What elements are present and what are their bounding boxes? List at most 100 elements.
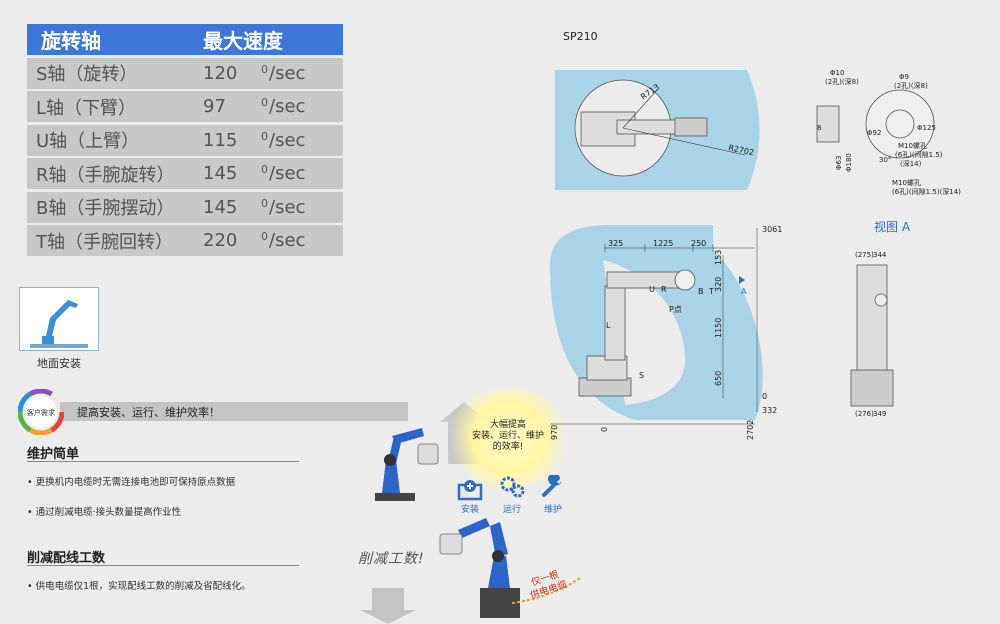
dim-top-250: 250 (691, 239, 706, 248)
list-item: • 通过削减电缆·接头数量提高作业性 (27, 507, 182, 518)
row-axis: U轴（上臂） (36, 131, 140, 152)
axis-label-l: L (606, 321, 611, 330)
spec-table-header: 旋转轴 最大速度 (27, 24, 343, 55)
dim-top-325: 325 (608, 239, 623, 248)
dim-phi10-note: (2孔)(深8) (825, 77, 859, 86)
list-item: • 供电电缆仅1根，实现配线工数的削减及省配线化。 (27, 581, 251, 592)
dim-0: 0 (762, 392, 767, 401)
section-title-wiring: 削减配线工数 (27, 551, 106, 566)
dim-2702: 2702 (746, 420, 755, 440)
row-axis: L轴（下臂） (36, 97, 137, 119)
row-unit: 0/sec (261, 163, 306, 184)
row-unit: 0/sec (261, 230, 306, 251)
arrow-a-icon (739, 276, 745, 284)
robot-image-right (439, 518, 581, 618)
m10-note-2b: (6孔)(间隙1.5)(深14) (892, 187, 961, 196)
side-view: 325 1225 250 153 320 1150 650 3061 0 332… (550, 225, 782, 440)
dim-650: 650 (714, 371, 723, 386)
floor-mount-icon (19, 287, 99, 351)
table-row: B轴（手腕摆动） 145 0/sec (27, 191, 343, 223)
speed-spec-table: 旋转轴 最大速度 S轴（旋转） 120 0/sec L轴（下臂） 97 0/se… (27, 24, 343, 256)
row-unit: 0/sec (261, 96, 306, 117)
row-axis: T轴（手腕回转） (36, 231, 173, 253)
robot-image-left (375, 428, 439, 501)
dim-top-1225: 1225 (653, 239, 673, 248)
section-divider (27, 461, 299, 462)
dim-970: 970 (550, 425, 559, 440)
axis-label-u: U (649, 285, 655, 294)
view-a-marker: A (741, 287, 747, 296)
view-a-drawing: (275) 344 (276) 349 (850, 251, 894, 418)
dim-275: (275) (855, 251, 874, 259)
m10-note-1a: M10螺孔 (898, 141, 927, 150)
dim-3061: 3061 (762, 225, 782, 234)
row-value: 220 (203, 230, 238, 251)
gears-icon (500, 476, 525, 498)
view-a-label: 视图 A (874, 220, 911, 234)
dim-phi125: Φ125 (917, 124, 936, 132)
row-value: 145 (203, 163, 238, 184)
dim-bottom-0: 0 (600, 427, 609, 432)
dim-phi92: Φ92 (867, 129, 881, 137)
table-row: U轴（上臂） 115 0/sec (27, 124, 343, 156)
dim-phi10: Φ10 (830, 69, 844, 77)
row-unit: 0/sec (261, 62, 306, 84)
header-axis: 旋转轴 (41, 29, 101, 53)
axis-label-b: B (698, 287, 704, 296)
action-label-maintain: 维护 (543, 505, 562, 515)
section-divider (27, 565, 299, 566)
list-item: • 更换机内电缆时无需连接电池即可保持原点数据 (27, 477, 236, 488)
customer-need-bar (60, 402, 408, 421)
row-axis: S轴（旋转） (36, 64, 138, 85)
axis-label-s: S (639, 371, 644, 380)
dim-344: 344 (873, 251, 887, 259)
row-unit: 0/sec (261, 196, 306, 218)
dimension-drawing: R713 R2702 325 1225 250 153 320 1150 650… (550, 69, 961, 440)
table-row: L轴（下臂） 97 0/sec (27, 91, 343, 122)
efficiency-text: 大幅提高 安装、运行、维护 的效率! (471, 420, 544, 452)
dim-320: 320 (714, 277, 723, 292)
top-view: R713 R2702 (555, 70, 760, 190)
dim-phi63: Φ63 (835, 156, 843, 170)
row-value: 115 (203, 129, 238, 151)
efficiency-glow (448, 388, 570, 488)
install-icon (457, 480, 483, 501)
action-label-install: 安装 (460, 505, 479, 515)
m10-note-1c: (深14) (900, 159, 922, 168)
axis-label-t: T (708, 287, 714, 296)
dim-30deg: 30° (879, 156, 891, 164)
customer-need-text: 提高安装、运行、维护效率！ (77, 406, 220, 419)
row-value: 120 (203, 62, 238, 84)
dim-phi9: Φ9 (899, 73, 909, 81)
customer-need-badge-text: 客户需求 (27, 408, 55, 417)
row-value: 145 (203, 196, 238, 218)
flange-view: Φ10 (2孔)(深8) Φ9 (2孔)(深8) Φ125 Φ92 Φ63 Φ1… (816, 69, 961, 196)
header-speed: 最大速度 (203, 29, 283, 53)
row-unit: 0/sec (261, 129, 306, 151)
dim-phi9-note: (2孔)(深8) (894, 81, 928, 90)
dim-349: 349 (873, 410, 886, 418)
action-label-run: 运行 (502, 505, 521, 515)
p-point-label: P点 (669, 305, 682, 314)
m10-note-1b: (6孔)(间隙1.5) (895, 150, 943, 159)
row-axis: R轴（手腕旋转） (36, 164, 175, 186)
model-title: SP210 (563, 30, 598, 43)
axis-label-r: R (661, 285, 667, 294)
table-row: R轴（手腕旋转） 145 0/sec (27, 158, 343, 189)
dim-1150: 1150 (714, 318, 723, 338)
dim-276: (276) (855, 410, 874, 418)
dim-332: 332 (762, 406, 777, 415)
install-label: 地面安装 (37, 357, 81, 370)
table-row: T轴（手腕回转） 220 0/sec (27, 225, 343, 256)
row-axis: B轴（手腕摆动） (36, 198, 175, 219)
cut-workload-text: 削减工数! (358, 551, 425, 567)
dim-153: 153 (714, 250, 723, 265)
customer-need-badge: 客户需求 (18, 389, 64, 435)
dim-phi180: Φ180 (845, 153, 853, 172)
table-row: S轴（旋转） 120 0/sec (27, 57, 343, 89)
wrench-icon (542, 475, 562, 497)
section-title-maintenance: 维护简单 (27, 447, 80, 462)
dim-8: 8 (817, 124, 821, 132)
row-value: 97 (203, 96, 226, 117)
down-arrow-icon (360, 588, 416, 624)
